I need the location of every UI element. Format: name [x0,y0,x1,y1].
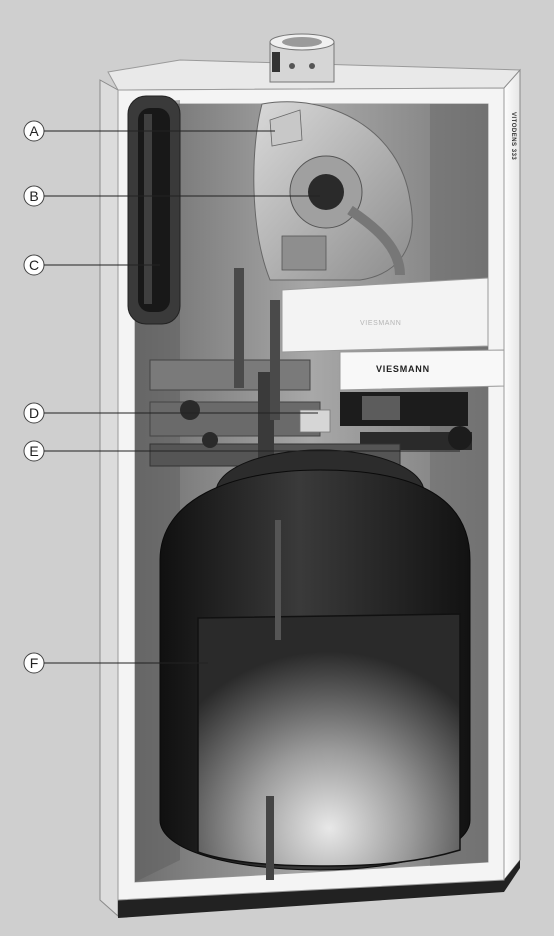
callout-f-letter: F [30,655,39,671]
burner-heat-exchanger [253,101,413,281]
callout-a-letter: A [29,123,39,139]
callout-d-letter: D [29,405,39,421]
callout-f: F [23,652,208,674]
callout-b: B [23,185,320,207]
callout-e: E [23,440,460,462]
flue-pipe [269,33,335,83]
expansion-vessel [127,95,181,325]
controller-brand-text: VIESMANN [360,320,401,327]
callout-d: D [23,402,318,424]
side-model-label-group: VITODENS 333 [510,112,516,160]
callout-c: C [23,254,160,276]
control-unit: VIESMANN VIESMANN [281,277,505,450]
front-brand-logo: VIESMANN [376,364,430,374]
callouts: A B C D E F [23,120,460,674]
callout-b-letter: B [29,188,38,204]
callout-a: A [23,120,275,142]
casing [99,59,521,918]
callout-c-letter: C [29,257,39,273]
storage-tank [159,449,471,880]
callout-e-letter: E [29,443,38,459]
side-model-label: VITODENS 333 [510,112,516,160]
